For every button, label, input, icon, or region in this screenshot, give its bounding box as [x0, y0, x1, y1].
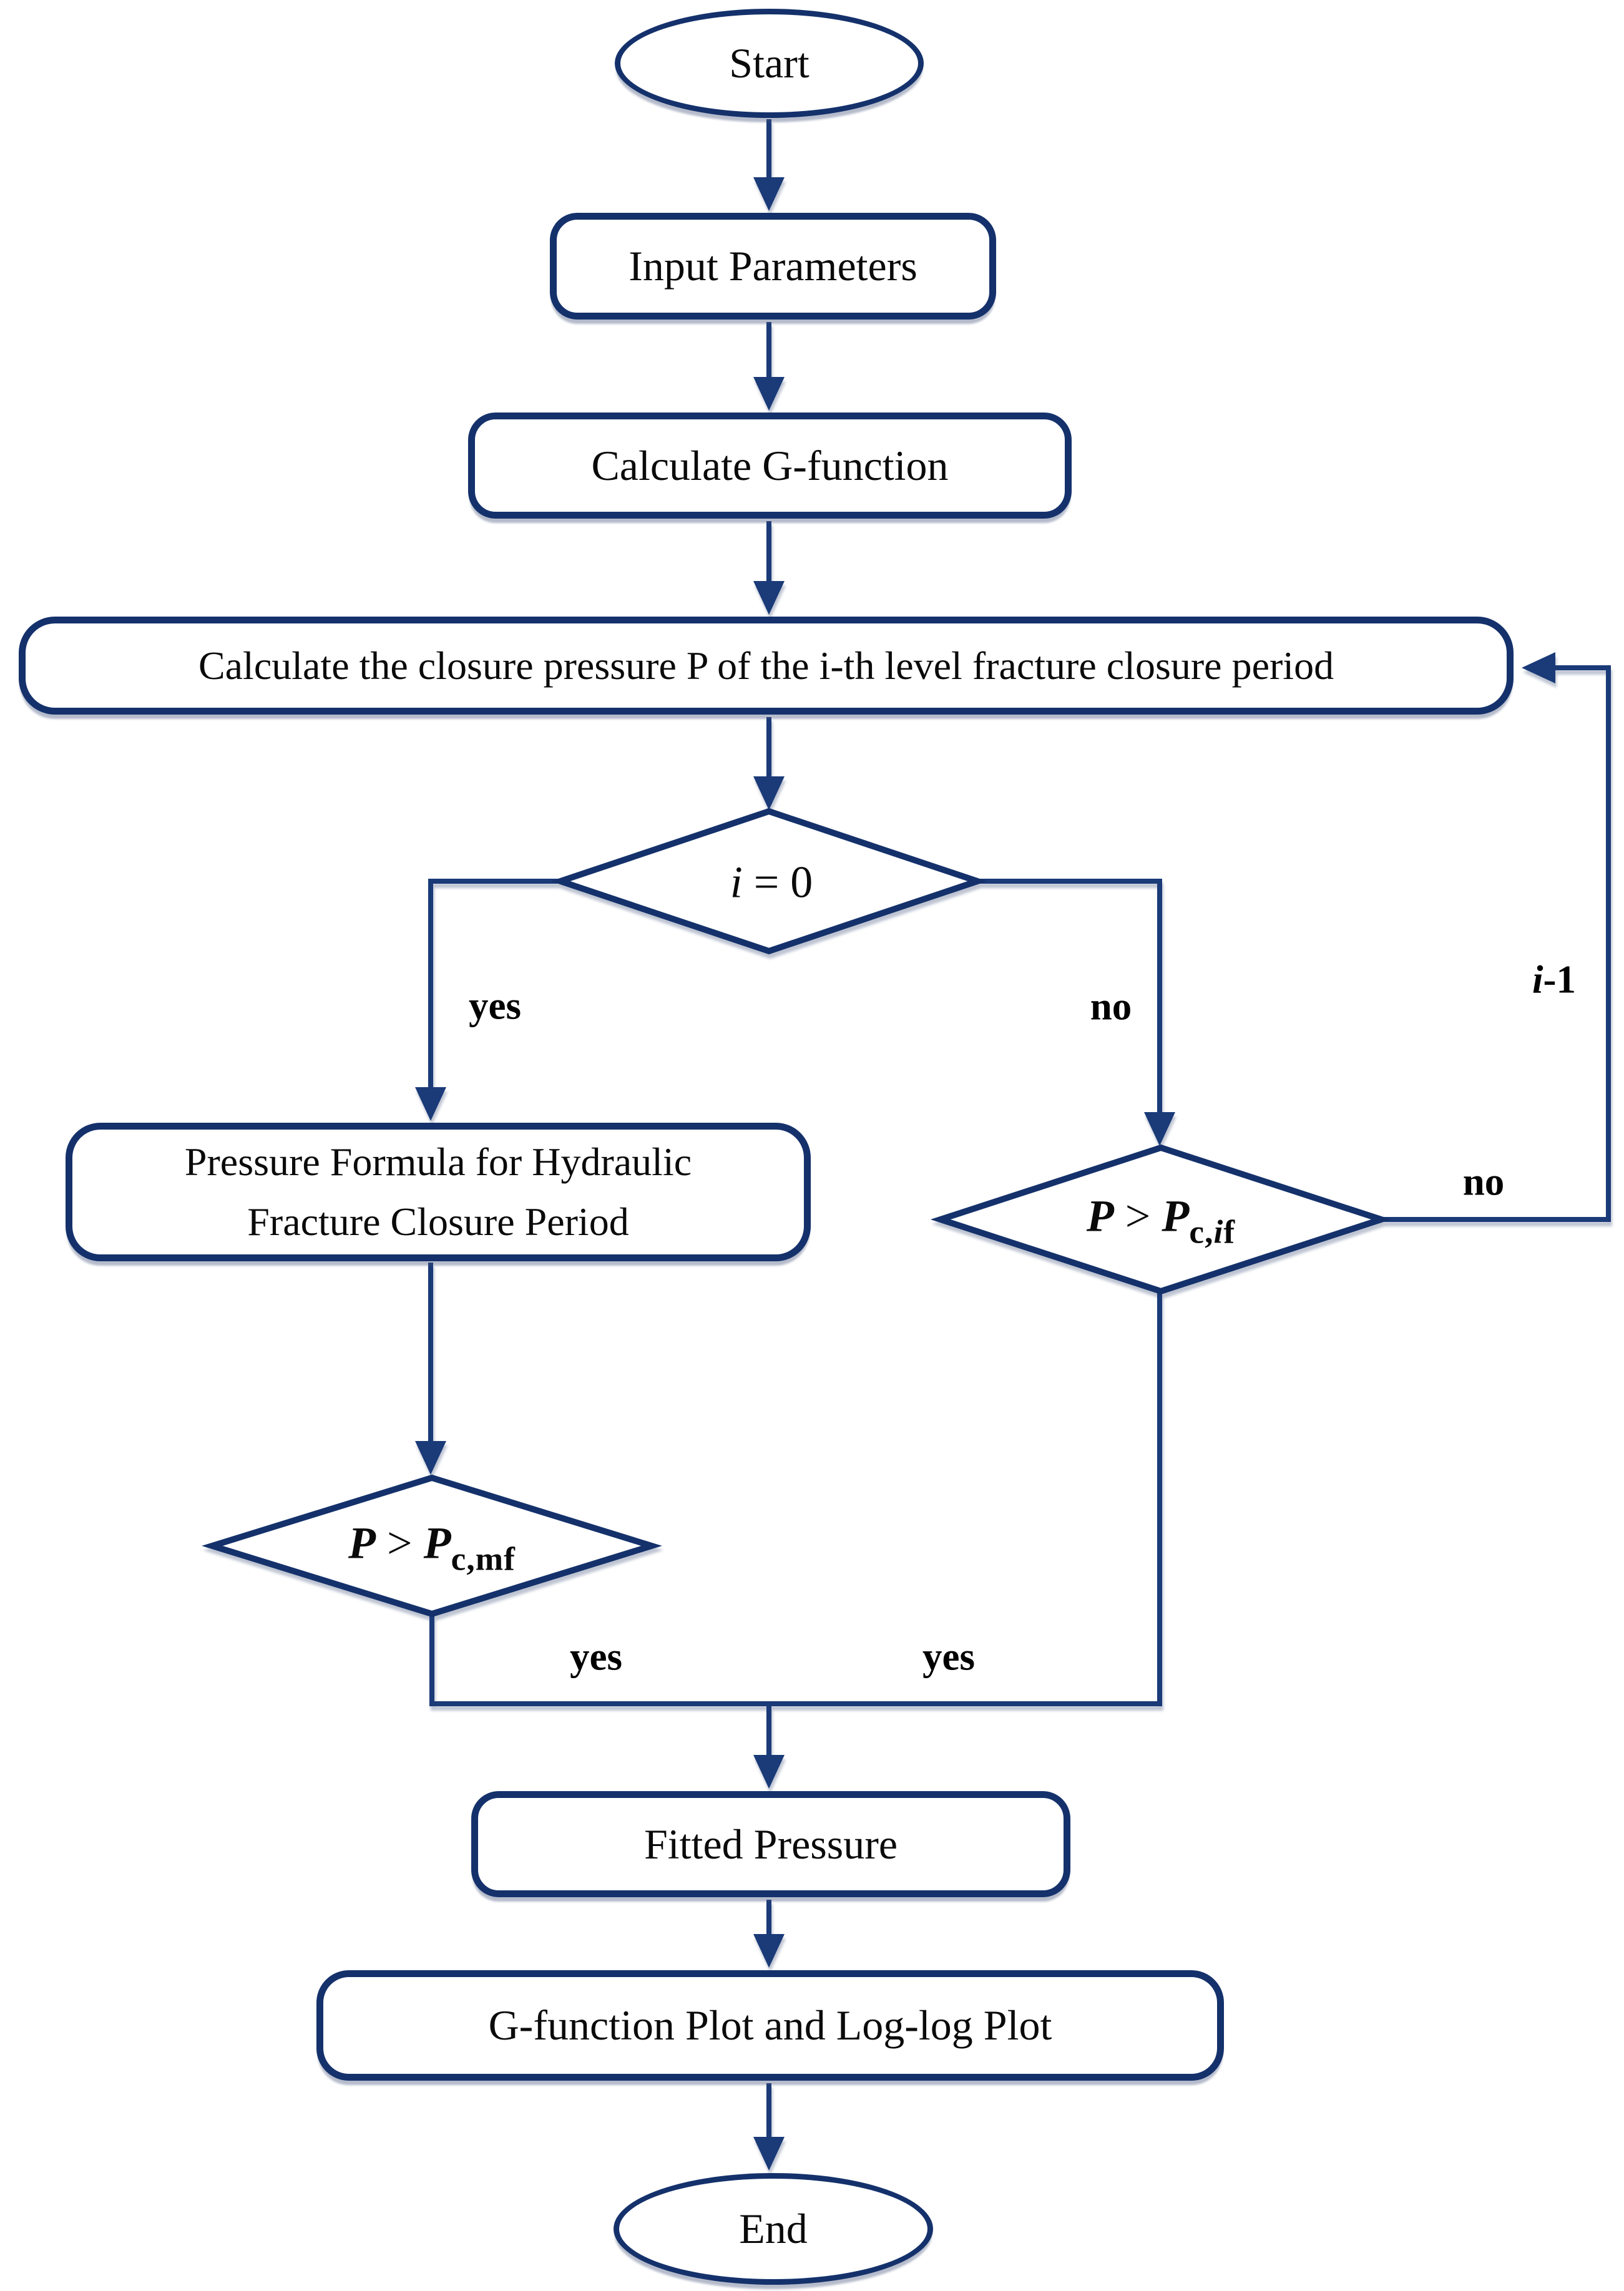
fitted-pressure-label: Fitted Pressure — [643, 1820, 898, 1868]
pressure-formula-label: Pressure Formula for Hydraulic Fracture … — [184, 1140, 692, 1244]
g-function-plot-label: G-function Plot and Log-log Plot — [488, 2001, 1052, 2049]
edge-label-no-i-zero: no — [1090, 984, 1132, 1028]
decision-p-cif-shape — [930, 1144, 1392, 1295]
i-variable: i — [730, 857, 743, 907]
decision-p-cmf-label: P > Pc,mf — [348, 1518, 516, 1578]
g-function-plot-step: G-function Plot and Log-log Plot — [316, 1970, 1224, 2081]
edge-i-zero-no-to-p-cif — [975, 879, 1175, 1146]
edge-p-cmf-yes-join — [429, 1611, 1162, 1706]
end-label: End — [739, 2205, 808, 2252]
decision-i-zero-shape — [550, 808, 987, 955]
calculate-g-function-label: Calculate G-function — [591, 441, 949, 489]
edge-i-zero-yes-to-pressure-formula — [415, 879, 563, 1121]
fitted-pressure-step: Fitted Pressure — [471, 1791, 1070, 1897]
start-terminator: Start — [615, 9, 924, 118]
decision-p-cif-label: P > Pc,if — [1086, 1191, 1236, 1251]
edge-label-yes-p-cif: yes — [922, 1634, 975, 1679]
decision-p-cmf-shape — [202, 1474, 662, 1618]
calculate-closure-pressure-label: Calculate the closure pressure P of the … — [198, 643, 1334, 688]
calculate-g-function-step: Calculate G-function — [468, 413, 1072, 519]
pressure-formula-step: Pressure Formula for Hydraulic Fracture … — [66, 1123, 811, 1261]
edge-label-loop-decrement: i-1 — [1532, 957, 1576, 1002]
edge-label-yes-p-cmf: yes — [570, 1634, 622, 1679]
edge-label-yes-i-zero: yes — [469, 984, 521, 1028]
decision-i-zero-label: i = 0 — [730, 857, 813, 907]
edge-p-cif-no-feedback-loop — [1384, 652, 1611, 1222]
edge-label-no-p-cif: no — [1462, 1160, 1505, 1204]
input-parameters-label: Input Parameters — [629, 242, 917, 290]
end-terminator: End — [614, 2173, 933, 2285]
calculate-closure-pressure-step: Calculate the closure pressure P of the … — [19, 617, 1514, 715]
input-parameters-step: Input Parameters — [550, 213, 996, 320]
start-label: Start — [729, 39, 810, 87]
